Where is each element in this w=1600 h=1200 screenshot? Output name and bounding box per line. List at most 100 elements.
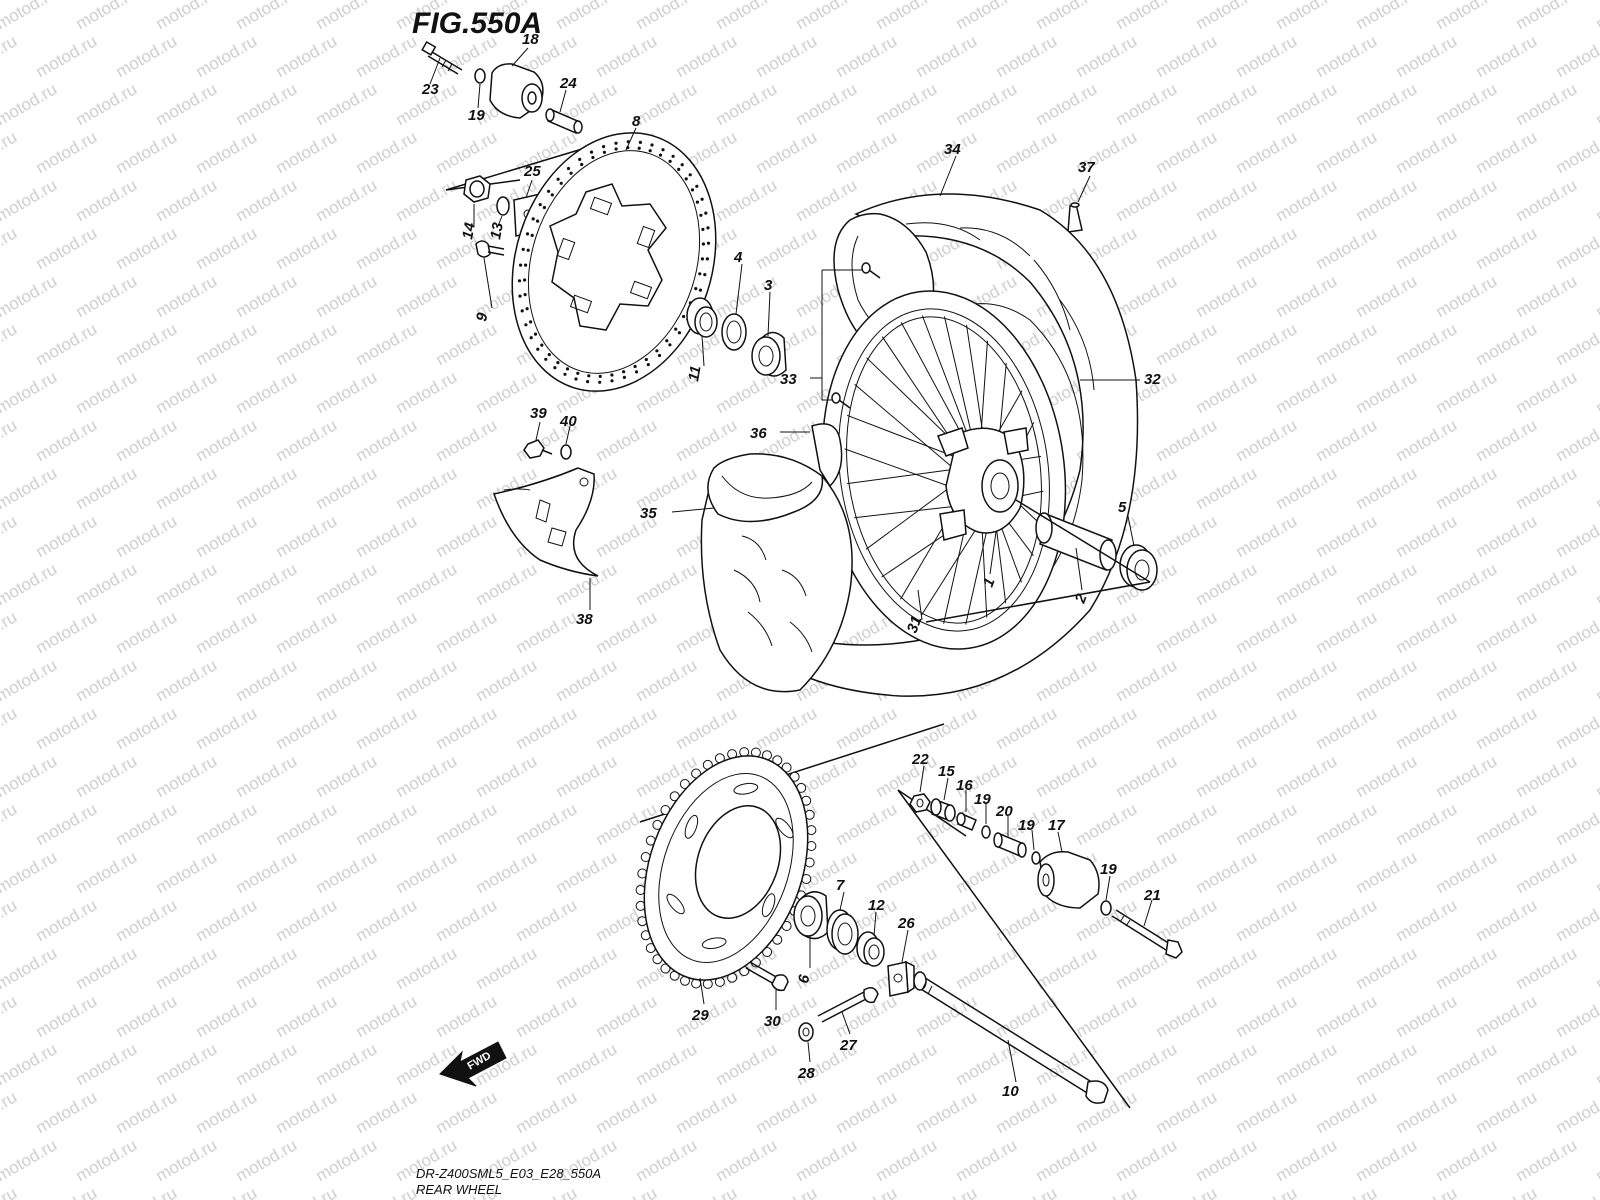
part-label-13: 13 <box>487 221 507 241</box>
disc-hole <box>598 374 602 378</box>
watermark-text: motod.ru <box>1193 655 1261 705</box>
disc-hole <box>700 197 704 201</box>
watermark-text: motod.ru <box>273 1183 341 1200</box>
watermark-text: motod.ru <box>473 847 541 897</box>
watermark-text: motod.ru <box>1193 367 1261 417</box>
nut-14-drawing <box>463 175 491 203</box>
disc-hole <box>704 211 708 215</box>
watermark-text: motod.ru <box>153 175 221 225</box>
watermark-text: motod.ru <box>0 127 20 177</box>
watermark-text: motod.ru <box>913 703 981 753</box>
watermark-text: motod.ru <box>1553 511 1600 561</box>
watermark-text: motod.ru <box>913 895 981 945</box>
bolt-30-drawing <box>745 961 789 992</box>
watermark-text: motod.ru <box>1553 799 1600 849</box>
disc-hole <box>547 189 551 193</box>
watermark-text: motod.ru <box>593 415 661 465</box>
watermark-text: motod.ru <box>1513 559 1581 609</box>
watermark-text: motod.ru <box>673 703 741 753</box>
watermark-text: motod.ru <box>1553 991 1600 1041</box>
part-label-20: 20 <box>995 803 1013 820</box>
watermark-text: motod.ru <box>113 223 181 273</box>
disc-hole <box>523 278 527 282</box>
watermark-text: motod.ru <box>113 799 181 849</box>
watermark-text: motod.ru <box>793 79 861 129</box>
bolt-9-drawing <box>475 240 505 258</box>
watermark-text: motod.ru <box>1193 463 1261 513</box>
disc-hole <box>529 336 533 340</box>
watermark-text: motod.ru <box>1193 79 1261 129</box>
watermark-text: motod.ru <box>193 415 261 465</box>
watermark-text: motod.ru <box>1593 1135 1600 1185</box>
watermark-text: motod.ru <box>833 799 901 849</box>
watermark-text: motod.ru <box>993 1183 1061 1200</box>
disc-hole <box>525 232 530 236</box>
sprocket-hole <box>701 937 727 950</box>
watermark-text: motod.ru <box>1193 751 1261 801</box>
watermark-text: motod.ru <box>1273 655 1341 705</box>
watermark-text: motod.ru <box>313 463 381 513</box>
disc-hole <box>650 143 654 147</box>
watermark-text: motod.ru <box>1393 1183 1461 1200</box>
watermark-text: motod.ru <box>1153 127 1221 177</box>
part-label-19c: 19 <box>1018 817 1035 834</box>
watermark-text: motod.ru <box>313 559 381 609</box>
watermark-text: motod.ru <box>393 847 461 897</box>
watermark-text: motod.ru <box>1033 1135 1101 1185</box>
watermark-text: motod.ru <box>633 655 701 705</box>
watermark-text: motod.ru <box>0 607 20 657</box>
watermark-text: motod.ru <box>193 991 261 1041</box>
watermark-text: motod.ru <box>273 607 341 657</box>
watermark-text: motod.ru <box>1193 943 1261 993</box>
bolt-21-drawing <box>1111 909 1183 959</box>
watermark-text: motod.ru <box>1033 751 1101 801</box>
watermark-text: motod.ru <box>73 1039 141 1089</box>
watermark-text: motod.ru <box>1553 31 1600 81</box>
part-label-10: 10 <box>1002 1083 1019 1100</box>
disc-hole <box>648 149 652 153</box>
watermark-text: motod.ru <box>473 751 541 801</box>
part-label-28: 28 <box>797 1065 815 1082</box>
watermark-text: motod.ru <box>0 175 60 225</box>
watermark-text: motod.ru <box>873 1039 941 1089</box>
watermark-text: motod.ru <box>953 1135 1021 1185</box>
watermark-text: motod.ru <box>1193 271 1261 321</box>
watermark-text: motod.ru <box>1193 1135 1261 1185</box>
watermark-text: motod.ru <box>153 655 221 705</box>
axle-10-drawing <box>913 971 1109 1104</box>
watermark-text: motod.ru <box>273 1087 341 1137</box>
watermark-text: motod.ru <box>273 223 341 273</box>
watermark-text: motod.ru <box>953 0 1021 33</box>
sprocket-hole <box>684 814 699 839</box>
part-label-22: 22 <box>911 751 929 768</box>
watermark-text: motod.ru <box>753 127 821 177</box>
watermark-text: motod.ru <box>1473 415 1541 465</box>
watermark-text: motod.ru <box>553 847 621 897</box>
disc-hole <box>566 166 571 171</box>
bolt-27-drawing <box>817 987 879 1023</box>
watermark-text: motod.ru <box>553 943 621 993</box>
watermark-text: motod.ru <box>33 799 101 849</box>
disc-hole <box>559 181 563 185</box>
watermark-text: motod.ru <box>0 991 20 1041</box>
watermark-text: motod.ru <box>1033 79 1101 129</box>
watermark-text: motod.ru <box>73 175 141 225</box>
part-label-38: 38 <box>576 611 593 628</box>
disc-hole <box>602 145 606 149</box>
watermark-text: motod.ru <box>153 463 221 513</box>
watermark-text: motod.ru <box>233 367 301 417</box>
watermark-text: motod.ru <box>273 127 341 177</box>
watermark-text: motod.ru <box>233 463 301 513</box>
part-label-16: 16 <box>956 777 973 794</box>
watermark-text: motod.ru <box>1433 943 1501 993</box>
watermark-text: motod.ru <box>393 175 461 225</box>
watermark-text: motod.ru <box>1553 1183 1600 1200</box>
watermark-text: motod.ru <box>1593 751 1600 801</box>
watermark-text: motod.ru <box>233 751 301 801</box>
disc-hole <box>677 167 681 171</box>
disc-hole <box>706 226 710 230</box>
watermark-text: motod.ru <box>1593 943 1600 993</box>
sprocket-hole <box>733 782 759 795</box>
watermark-text: motod.ru <box>0 223 20 273</box>
watermark-text: motod.ru <box>1433 655 1501 705</box>
